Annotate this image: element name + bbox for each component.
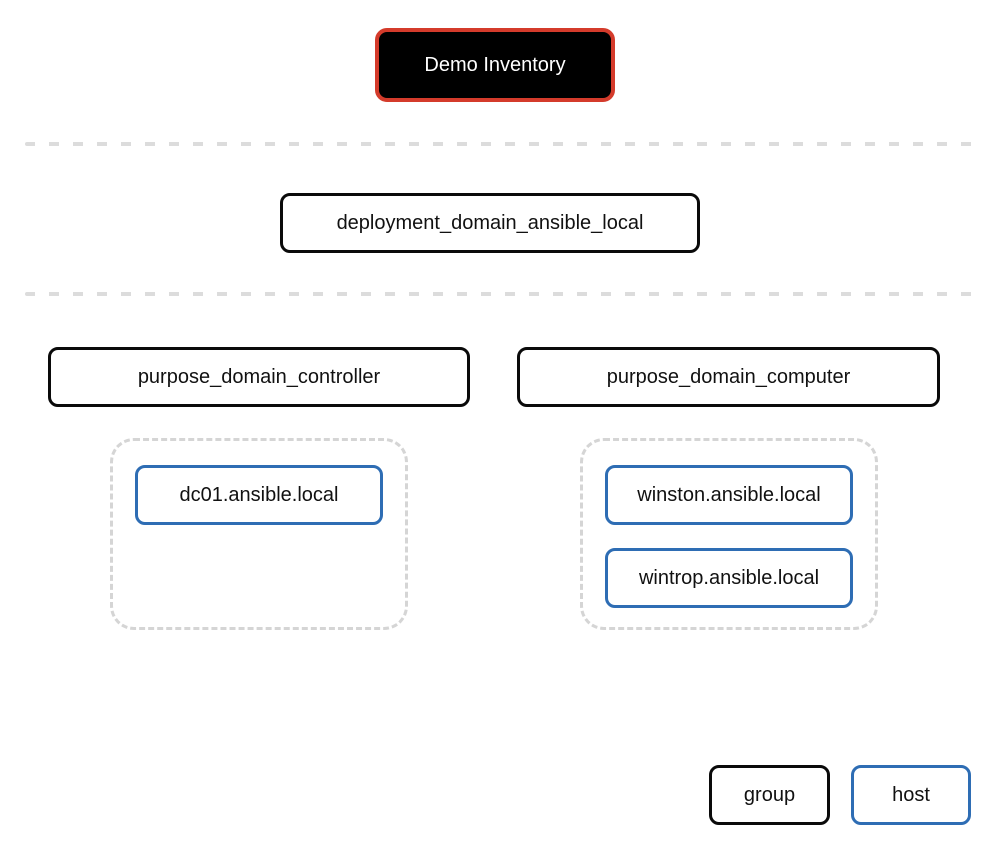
root-inventory-node: Demo Inventory bbox=[375, 28, 615, 102]
host-node-wintrop-label: wintrop.ansible.local bbox=[638, 566, 820, 589]
host-container-controller: dc01.ansible.local bbox=[110, 438, 408, 630]
group-node-purpose-computer: purpose_domain_computer bbox=[517, 347, 940, 407]
host-node-wintrop: wintrop.ansible.local bbox=[605, 548, 853, 608]
level-divider-bottom bbox=[25, 292, 975, 296]
group-node-purpose-controller-label: purpose_domain_controller bbox=[137, 365, 381, 388]
legend-group-swatch: group bbox=[709, 765, 830, 825]
level-divider-top bbox=[25, 142, 975, 146]
legend-host-swatch: host bbox=[851, 765, 971, 825]
host-node-winston: winston.ansible.local bbox=[605, 465, 853, 525]
host-container-computer: winston.ansible.local wintrop.ansible.lo… bbox=[580, 438, 878, 630]
host-node-dc01-label: dc01.ansible.local bbox=[179, 483, 339, 506]
group-node-deployment-domain: deployment_domain_ansible_local bbox=[280, 193, 700, 253]
group-node-purpose-computer-label: purpose_domain_computer bbox=[606, 365, 851, 388]
legend-group-label: group bbox=[743, 783, 796, 806]
root-inventory-label: Demo Inventory bbox=[424, 53, 566, 76]
group-node-deployment-domain-label: deployment_domain_ansible_local bbox=[336, 211, 644, 234]
group-node-purpose-controller: purpose_domain_controller bbox=[48, 347, 470, 407]
host-node-dc01: dc01.ansible.local bbox=[135, 465, 383, 525]
host-node-winston-label: winston.ansible.local bbox=[637, 483, 821, 506]
legend-host-label: host bbox=[892, 783, 930, 806]
legend: group host bbox=[709, 765, 971, 825]
